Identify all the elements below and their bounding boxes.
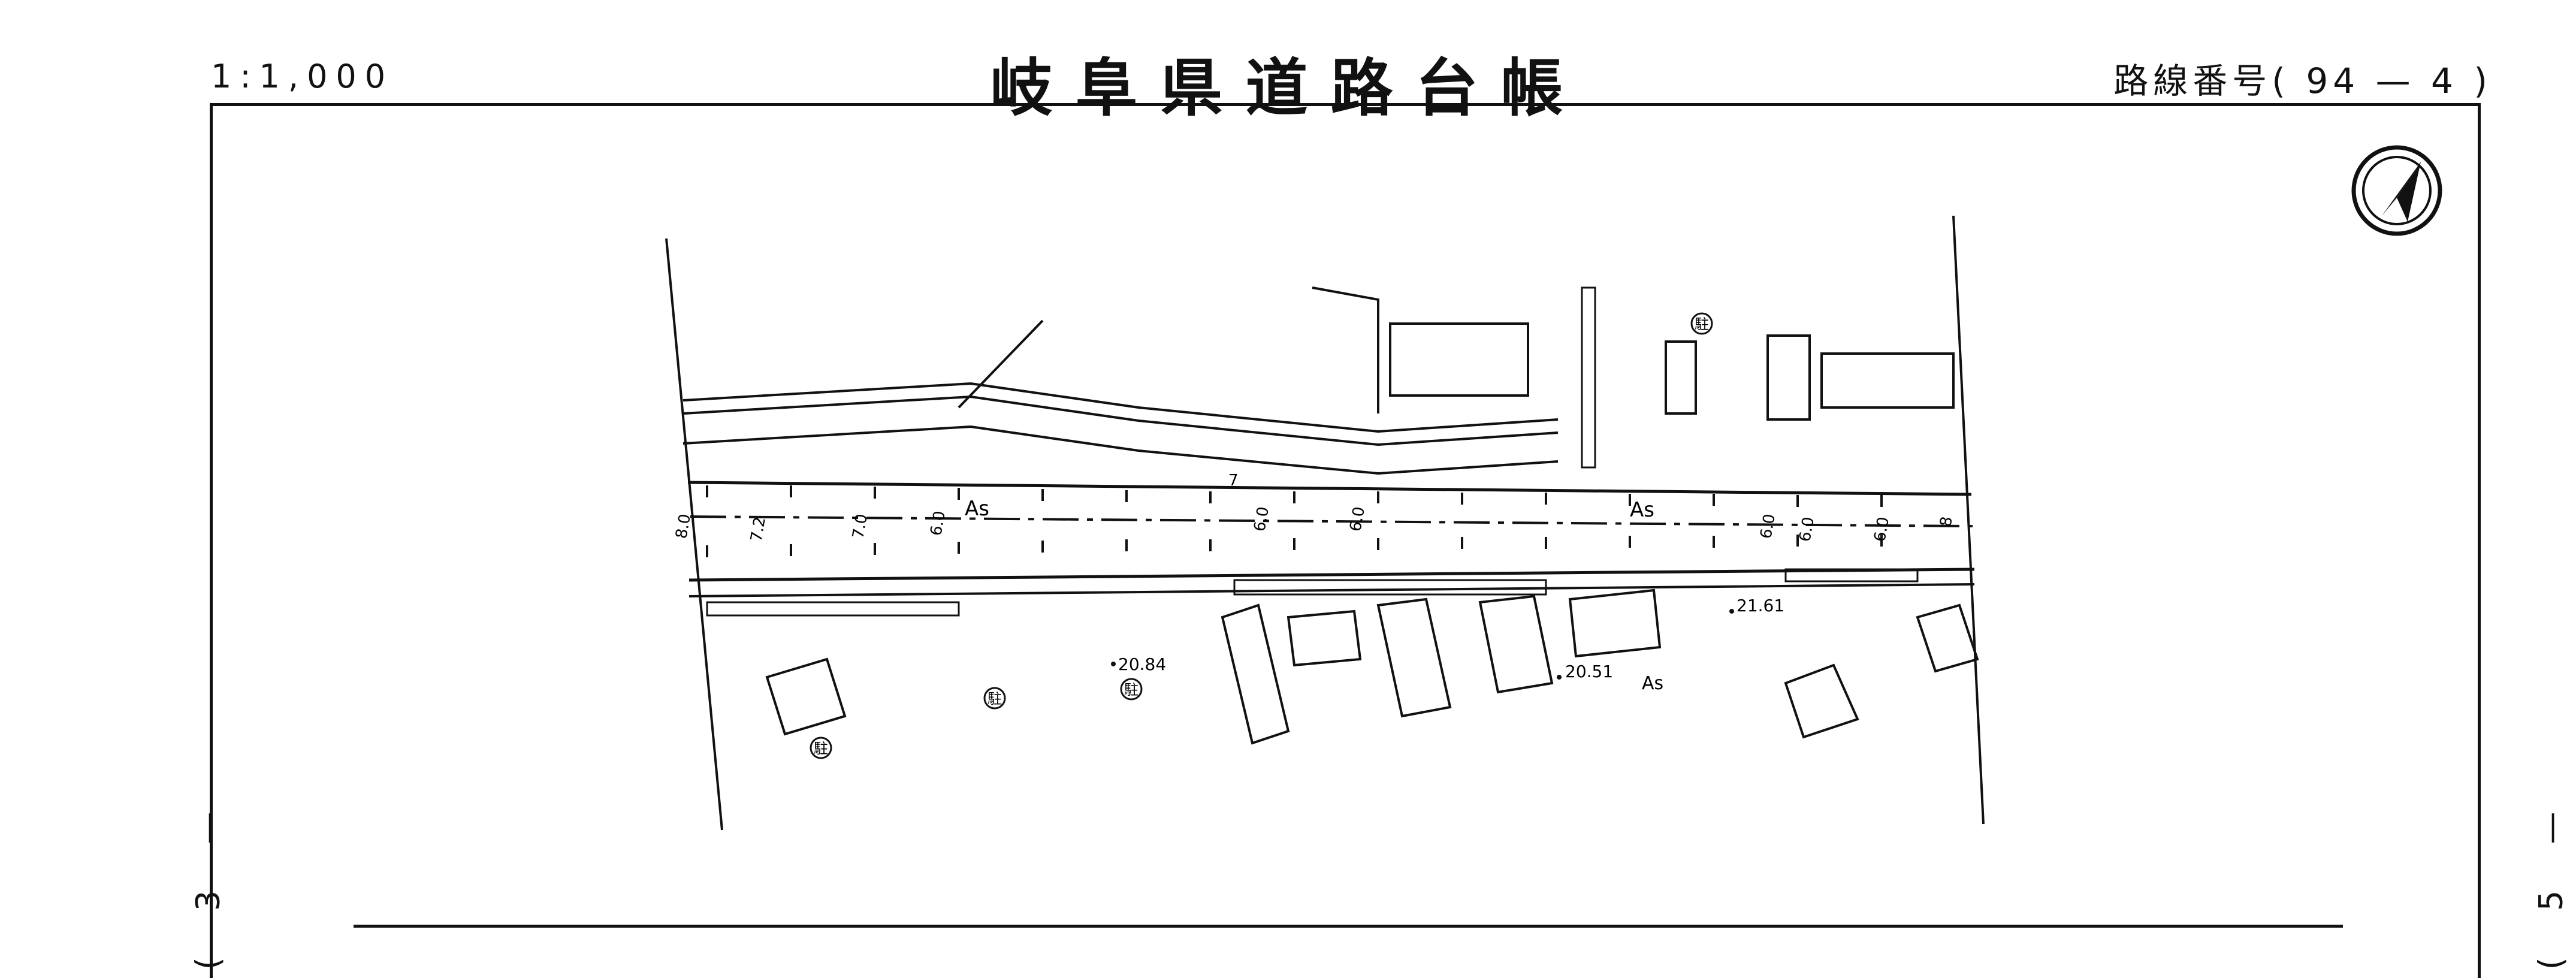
width-label: 6.0 <box>1871 515 1893 543</box>
parking-symbol: 駐 <box>1124 681 1138 698</box>
width-label-group: 8.0 7.2 7.0 6.0 6.0 6.0 7 6.0 6.0 6.0 8 <box>672 472 1956 543</box>
sidewalk-hatch <box>706 286 1919 617</box>
width-label: 6.0 <box>927 509 949 537</box>
width-label: 8.0 <box>672 512 694 540</box>
width-label: 6.0 <box>1796 515 1818 543</box>
road-map: As As As 8.0 7.2 7.0 6.0 6.0 6.0 7 6.0 6… <box>665 145 2442 831</box>
elevation-label: 20.51 <box>1565 662 1613 681</box>
bottom-rule <box>354 925 2343 928</box>
buildings <box>765 322 1979 745</box>
width-markers <box>706 485 1883 557</box>
parking-symbol: 駐 <box>814 740 828 757</box>
width-label: 7 <box>1228 472 1239 490</box>
elevation-label: 21.61 <box>1737 596 1784 615</box>
map-cut-line-right <box>1952 215 1985 825</box>
width-label: 8 <box>1937 515 1956 529</box>
road-centerline-group <box>687 481 1975 597</box>
parking-symbol: 駐 <box>987 690 1002 707</box>
embankment <box>682 286 1559 475</box>
elevation-group: 20.84 20.51 21.61 <box>1111 596 1784 681</box>
map-scale: 1:1,000 <box>211 58 394 95</box>
pavement-label-2: As <box>1630 498 1654 522</box>
parking-symbol-group: 駐 駐 駐 駐 <box>810 312 1713 759</box>
map-cut-line-left <box>665 238 723 831</box>
page-title: 岐阜県道路台帳 <box>990 52 1586 125</box>
pavement-label-3: As <box>1642 673 1663 694</box>
width-label: 6.0 <box>1251 505 1273 533</box>
sheet-header: 1:1,000 岐阜県道路台帳 路線番号( 94 — 4 ) <box>0 0 2576 125</box>
north-arrow-icon <box>2351 145 2442 236</box>
width-label: 6.0 <box>1757 512 1779 540</box>
width-label: 7.2 <box>747 515 769 543</box>
width-label: 7.0 <box>849 512 871 540</box>
route-number: 路線番号( 94 — 4 ) <box>2113 61 2492 101</box>
map-frame <box>210 103 2481 978</box>
elevation-label: 20.84 <box>1118 654 1166 674</box>
pavement-label-1: As <box>965 497 989 521</box>
width-label: 6.0 <box>1346 505 1369 533</box>
parking-symbol: 駐 <box>1695 316 1709 333</box>
